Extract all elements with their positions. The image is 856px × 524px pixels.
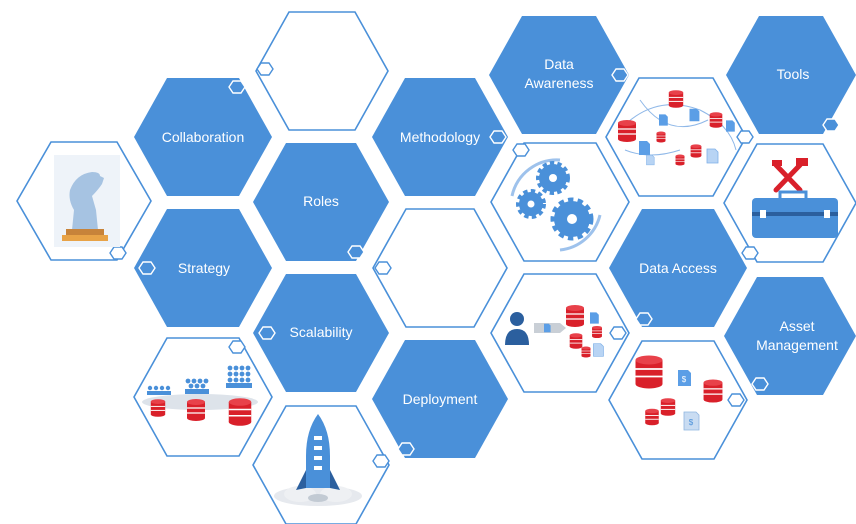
toolbox-icon bbox=[752, 158, 838, 238]
scattered-databases-icon bbox=[617, 89, 737, 166]
hex-scalability[interactable]: Scalability bbox=[253, 274, 389, 392]
deployment-label: Deployment bbox=[403, 391, 478, 407]
hex-asset-management[interactable]: Asset Management bbox=[724, 277, 856, 395]
user-to-data-icon bbox=[505, 304, 604, 358]
hex-strategy[interactable]: Strategy bbox=[134, 209, 272, 327]
rocket-launch-icon bbox=[274, 414, 362, 506]
hex-roles[interactable]: Roles bbox=[253, 143, 389, 261]
scalability-label: Scalability bbox=[289, 324, 352, 340]
hex-data-access[interactable]: Data Access bbox=[609, 209, 747, 327]
hex-user-data bbox=[490, 273, 630, 393]
tools-label: Tools bbox=[777, 66, 810, 82]
data-awareness-label-line2: Awareness bbox=[524, 75, 593, 91]
hex-team-data bbox=[133, 337, 273, 457]
hex-gears bbox=[490, 142, 630, 262]
hex-strategy-chess bbox=[16, 141, 152, 261]
hex-methodology[interactable]: Methodology bbox=[372, 78, 508, 196]
chess-knight-icon bbox=[54, 155, 120, 247]
hex-deployment[interactable]: Deployment bbox=[372, 340, 508, 458]
team-databases-icon bbox=[142, 365, 258, 427]
hex-rocket bbox=[252, 405, 390, 524]
hex-scattered-data bbox=[605, 77, 754, 197]
hex-data-awareness[interactable]: Data Awareness bbox=[489, 16, 629, 134]
svg-text:$: $ bbox=[689, 418, 694, 427]
asset-management-label-line1: Asset bbox=[779, 318, 814, 334]
hex-tools[interactable]: Tools bbox=[726, 16, 856, 134]
empty-hex-top bbox=[255, 11, 389, 131]
empty-hex-middle bbox=[372, 208, 508, 328]
money-databases-icon: $ $ bbox=[634, 354, 724, 431]
svg-text:$: $ bbox=[682, 375, 687, 384]
hex-toolbox bbox=[723, 143, 856, 263]
collaboration-label: Collaboration bbox=[162, 129, 245, 145]
data-awareness-label-line1: Data bbox=[544, 56, 574, 72]
hex-collaboration[interactable]: Collaboration bbox=[134, 78, 272, 196]
data-access-label: Data Access bbox=[639, 260, 717, 276]
gears-icon bbox=[510, 158, 602, 252]
methodology-label: Methodology bbox=[400, 129, 480, 145]
asset-management-label-line2: Management bbox=[756, 337, 838, 353]
hex-money-data: $ $ bbox=[608, 340, 748, 460]
strategy-label: Strategy bbox=[178, 260, 230, 276]
roles-label: Roles bbox=[303, 193, 339, 209]
